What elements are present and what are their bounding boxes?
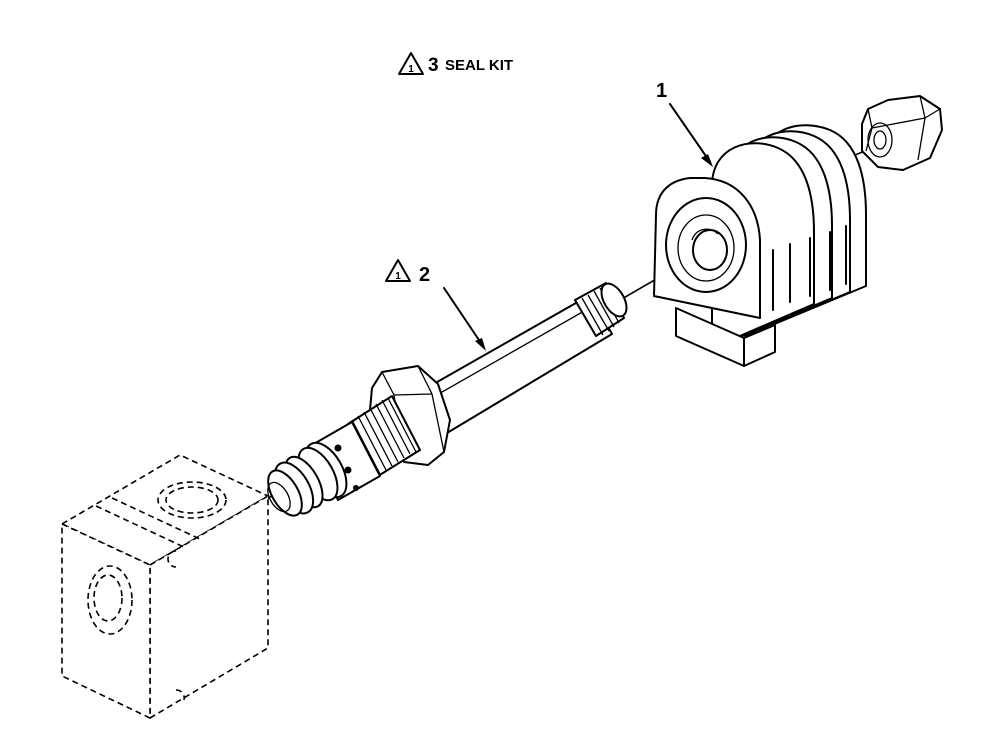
coil-housing [653, 124, 867, 367]
seal-kit-callout: 1 3 SEAL KIT [398, 52, 513, 76]
revision-flag-triangle [398, 52, 424, 75]
title-item-number: 3 [428, 55, 439, 76]
item-1-label: 1 [656, 80, 667, 102]
item-2-label: 2 [419, 264, 430, 286]
item-1-leader [669, 103, 711, 163]
item-2-leader [443, 287, 484, 347]
valve-cartridge [267, 282, 628, 517]
item-2-arrowhead [475, 338, 486, 351]
item-2-flag-number: 1 [395, 271, 401, 282]
item-1-arrowhead [701, 154, 713, 167]
item-1-callout: 1 [656, 80, 713, 167]
hex-nut [861, 95, 943, 171]
manifold-block [61, 454, 269, 719]
title-flag-number: 1 [408, 64, 414, 75]
title-text: SEAL KIT [445, 57, 513, 74]
item-2-callout: 1 2 [385, 259, 486, 351]
item-2-flag-triangle [385, 259, 411, 282]
